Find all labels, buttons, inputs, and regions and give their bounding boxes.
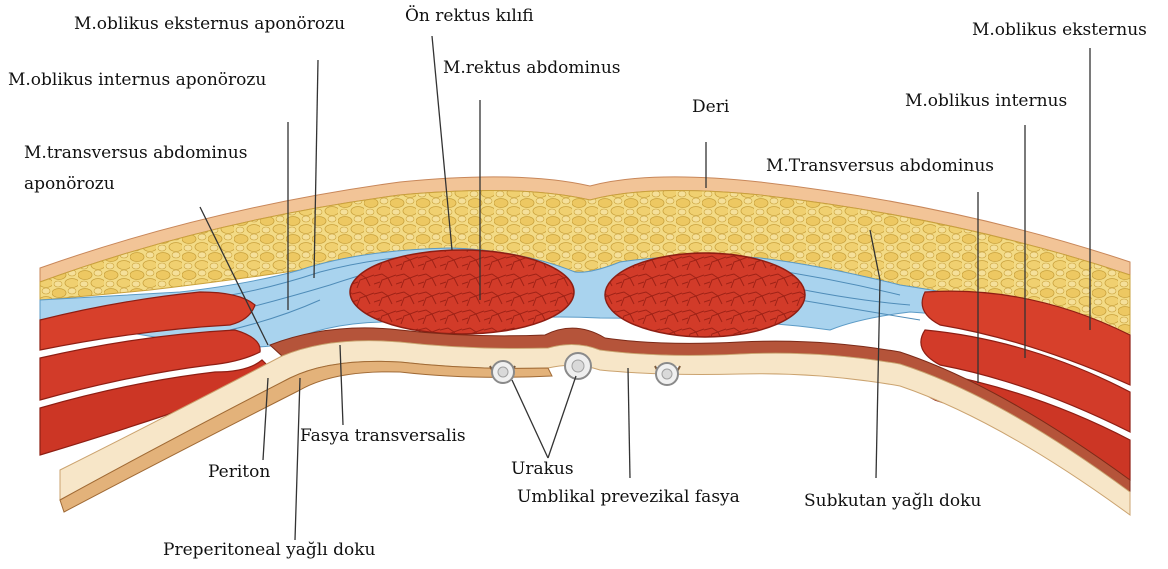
label-oblikus-eksternus: M.oblikus eksternus <box>972 20 1147 40</box>
label-subkutan-yagli-doku: Subkutan yağlı doku <box>804 491 981 511</box>
label-preperitoneal-yagli-doku: Preperitoneal yağlı doku <box>163 540 375 560</box>
label-oblikus-internus-aponorozu: M.oblikus internus aponörozu <box>8 70 266 90</box>
label-urakus: Urakus <box>511 459 574 479</box>
label-oblikus-eksternus-aponorozu: M.oblikus eksternus aponörozu <box>74 14 345 34</box>
label-oblikus-internus: M.oblikus internus <box>905 91 1067 111</box>
label-transversus-abdominus-aponorozu-1: M.transversus abdominus <box>24 143 247 163</box>
label-transversus-abdominus: M.Transversus abdominus <box>766 156 994 176</box>
left-rektus-abdominus-muscle <box>350 250 574 334</box>
label-on-rektus-kilifi: Ön rektus kılıfi <box>405 6 534 26</box>
label-deri: Deri <box>692 97 729 117</box>
label-fasya-transversalis: Fasya transversalis <box>300 426 466 446</box>
label-periton: Periton <box>208 462 270 482</box>
right-rektus-abdominus-muscle <box>605 253 805 337</box>
label-transversus-abdominus-aponorozu-2: aponörozu <box>24 174 115 194</box>
label-umblikal-prevezikal-fasya: Umblikal prevezikal fasya <box>517 487 740 507</box>
label-rektus-abdominus: M.rektus abdominus <box>443 58 621 78</box>
